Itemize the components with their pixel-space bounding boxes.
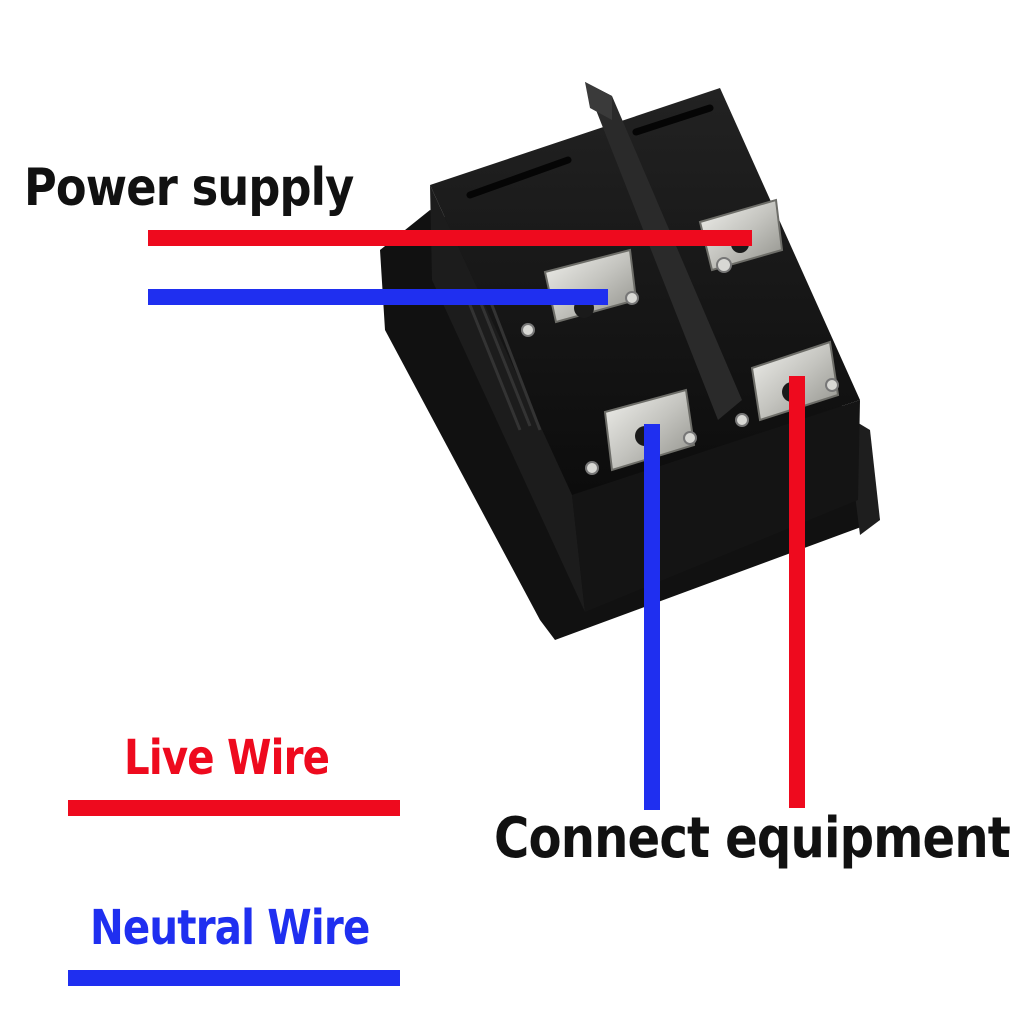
switch-slot-right (632, 104, 714, 136)
legend-neutral-wire-label: Neutral Wire (90, 900, 370, 956)
switch-slot-left (466, 156, 572, 199)
legend-neutral-wire-swatch (68, 970, 400, 986)
rocker-switch (380, 82, 880, 640)
legend-live-wire-label: Live Wire (124, 730, 330, 786)
switch-divider-fin (585, 82, 742, 420)
switch-divider-fin-top (585, 82, 612, 120)
switch-body (430, 88, 860, 495)
power-supply-label: Power supply (24, 158, 354, 218)
wires (148, 230, 805, 810)
connect-equipment-label: Connect equipment (494, 806, 1011, 871)
legend-live-wire-swatch (68, 800, 400, 816)
switch-side-marking (466, 295, 542, 431)
